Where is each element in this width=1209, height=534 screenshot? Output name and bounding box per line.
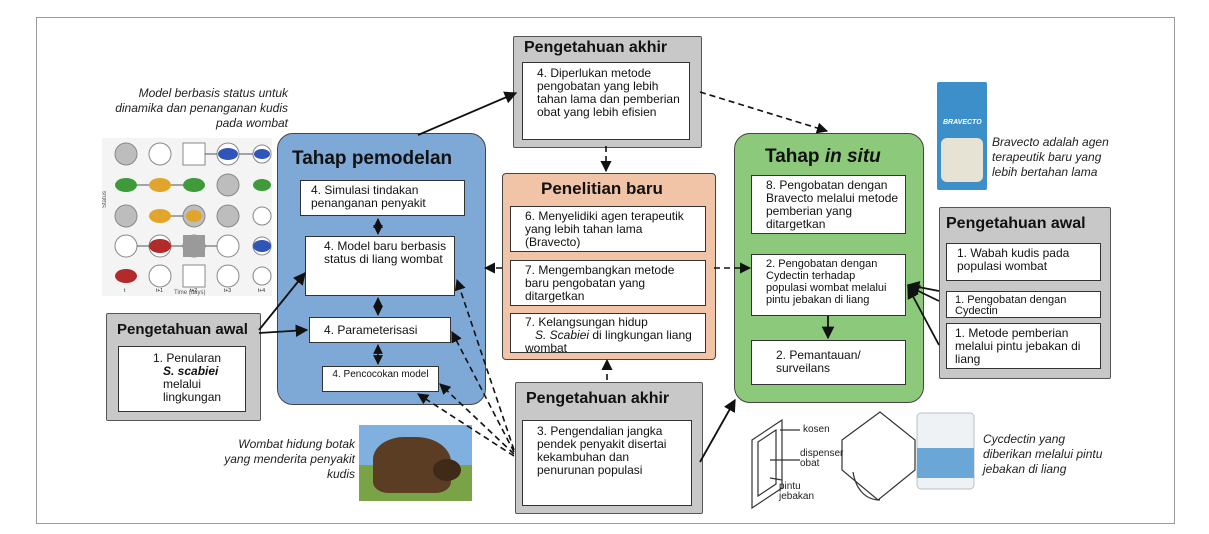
bravecto-product-image: BRAVECTO — [937, 82, 987, 190]
prior-right-box-cydectin: 1. Pengobatan dengan Cydectin — [946, 291, 1101, 318]
state-chart-xlabel: Time (days) — [174, 290, 205, 296]
final-knowledge-bottom-box: 3. Pengendalian jangka pendek penyakit d… — [522, 420, 692, 506]
figure-frame — [36, 17, 1175, 524]
final-knowledge-bottom-title: Pengetahuan akhir — [526, 390, 670, 407]
wombat-caption: Wombat hidung botak yang menderita penya… — [224, 437, 355, 481]
state-chart-tick-5: t+4 — [258, 288, 266, 294]
bravecto-brand-text: BRAVECTO — [943, 119, 982, 126]
trapdoor-door-label: pintu jebakan — [779, 481, 815, 502]
environment-text: melalui lingkungan — [163, 377, 222, 404]
new-research-title: Penelitian baru — [541, 179, 663, 198]
prior-right-box-trapdoor: 1. Metode pemberian melalui pintu jebaka… — [946, 323, 1101, 369]
survival-text: 7. Kelangsungan hidup — [525, 315, 648, 329]
burrow-environment-text: di lingkungan liang wombat — [525, 328, 692, 353]
trapdoor-dispenser-label: dispenser obat — [800, 448, 844, 469]
state-chart-tick-1: t — [124, 288, 126, 294]
research-box-bravecto: 6. Menyelidiki agen terapeutik yang lebi… — [510, 206, 706, 252]
state-chart-tick-3: t+2 — [190, 288, 198, 294]
modelling-box-model-fitting: 4. Pencocokan model — [322, 366, 439, 392]
prior-knowledge-left-title: Pengetahuan awal — [117, 321, 248, 338]
insitu-box-bravecto: 8. Pengobatan dengan Bravecto melalui me… — [751, 175, 906, 234]
state-chart-ylabel: Status — [102, 191, 108, 208]
species-name: S. scabiei — [163, 364, 219, 378]
research-box-targeted-method: 7. Mengembangkan metode baru pengobatan … — [510, 260, 706, 306]
state-chart-tick-4: t+3 — [224, 288, 232, 294]
prior-right-box-outbreak: 1. Wabah kudis pada populasi wombat — [946, 243, 1101, 281]
insitu-box-cydectin: 2. Pengobatan dengan Cydectin terhadap p… — [751, 254, 906, 316]
species-name-italic: S. Scabiei — [535, 328, 590, 342]
insitu-title-main: Tahap — [765, 146, 820, 167]
prior-knowledge-left-box: 1. Penularan S. scabiei melalui lingkung… — [118, 346, 246, 412]
insitu-box-monitoring: 2. Pemantauan/ surveilans — [751, 340, 906, 385]
bravecto-caption: Bravecto adalah agen terapeutik baru yan… — [992, 135, 1109, 179]
modelling-box-parameterisation: 4. Parameterisasi — [309, 317, 451, 343]
insitu-title-em: in situ — [824, 146, 881, 167]
trapdoor-frame-label: kosen — [803, 424, 830, 435]
state-chart-tick-2: t+1 — [156, 288, 164, 294]
modelling-box-new-model: 4. Model baru berbasis status di liang w… — [305, 236, 455, 296]
cydectin-caption: Cycdectin yang diberikan melalui pintu j… — [983, 432, 1103, 476]
state-model-image: Status Time (days) t t+1 t+2 t+3 t+4 — [102, 138, 272, 296]
modelling-box-simulation: 4. Simulasi tindakan penanganan penyakit — [300, 180, 465, 216]
prior-knowledge-right-title: Pengetahuan awal — [946, 215, 1086, 232]
transmission-text: 1. Penularan — [153, 351, 222, 365]
state-model-caption: Model berbasis status untuk dinamika dan… — [115, 86, 288, 130]
wombat-photo — [359, 425, 472, 501]
final-knowledge-top-box: 4. Diperlukan metode pengobatan yang leb… — [522, 62, 690, 140]
modelling-stage-title: Tahap pemodelan — [292, 148, 453, 169]
insitu-stage-title: Tahap in situ — [765, 146, 881, 168]
research-box-survival: 7. Kelangsungan hidup S. Scabiei di ling… — [510, 313, 706, 353]
final-knowledge-top-title: Pengetahuan akhir — [524, 39, 668, 56]
